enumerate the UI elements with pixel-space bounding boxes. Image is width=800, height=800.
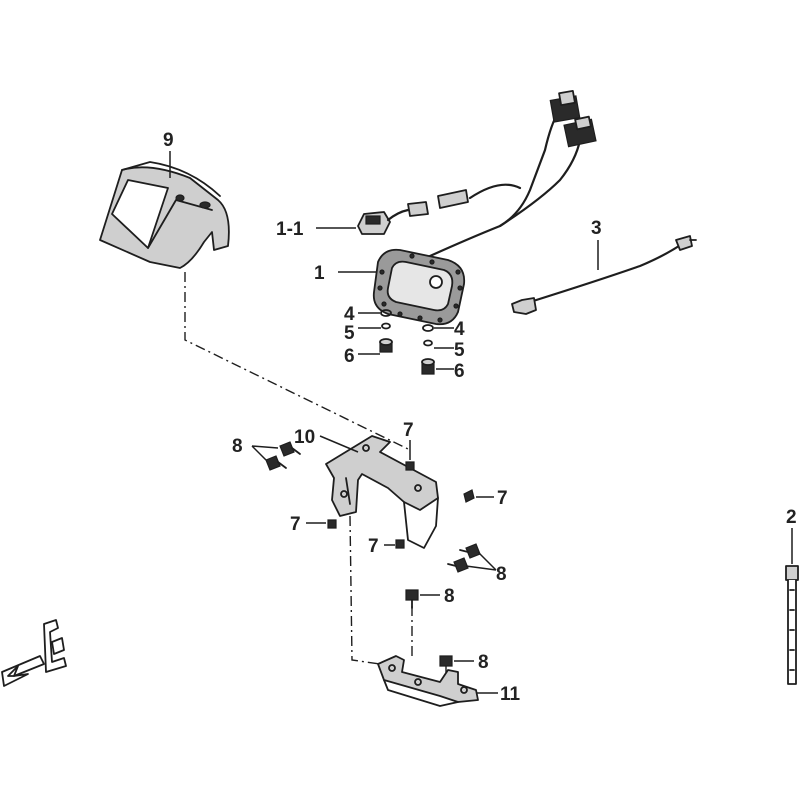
bolt-8-lower-a[interactable] [405,589,419,609]
callout-8-lower-a: 8 [444,586,455,607]
bolt-7-mid[interactable] [395,539,405,549]
assembly-line-visor [184,272,411,451]
callout-10: 10 [294,427,315,448]
bolt-7-right[interactable] [463,489,475,503]
callout-7-top: 7 [403,420,414,441]
callout-1: 1 [314,263,325,284]
callout-11: 11 [500,684,521,705]
callout-2: 2 [786,507,797,528]
mount-hardware-right[interactable] [421,324,435,375]
cable-tie-part[interactable] [785,565,799,685]
visor-cover-part[interactable] [99,161,230,269]
bolt-pair-upper-left[interactable] [265,441,301,471]
callout-8-lower-b: 8 [478,652,489,673]
meter-assembly-part[interactable] [372,89,597,326]
callout-4-right: 4 [454,319,465,340]
callout-7-left: 7 [290,514,301,535]
callout-8-top: 8 [232,436,243,457]
mount-hardware-left[interactable] [379,309,393,353]
front-direction-arrow-icon [1,619,67,687]
callout-1-1: 1-1 [276,219,304,240]
leader-8-right [465,551,497,571]
callout-3: 3 [591,218,602,239]
speed-cable-part[interactable] [511,235,697,315]
callout-6-right: 6 [454,361,465,382]
leader-8-top [251,445,279,461]
callout-4-left: 4 [344,304,355,325]
assembly-line-bracket [349,515,381,665]
callout-5-left: 5 [344,323,355,344]
callout-6-left: 6 [344,346,355,367]
callout-7-right: 7 [497,488,508,509]
leader-10 [319,435,359,453]
bolt-8-lower-b[interactable] [439,655,453,667]
bolt-7-left[interactable] [327,519,337,529]
callout-7-mid: 7 [368,536,379,557]
sensor-part[interactable] [357,201,429,235]
callout-8-right: 8 [496,564,507,585]
lower-bracket-part[interactable] [377,655,479,707]
meter-bracket-part[interactable] [325,435,439,549]
bolt-7-top[interactable] [405,461,415,471]
callout-5-right: 5 [454,340,465,361]
callout-9: 9 [163,130,174,151]
